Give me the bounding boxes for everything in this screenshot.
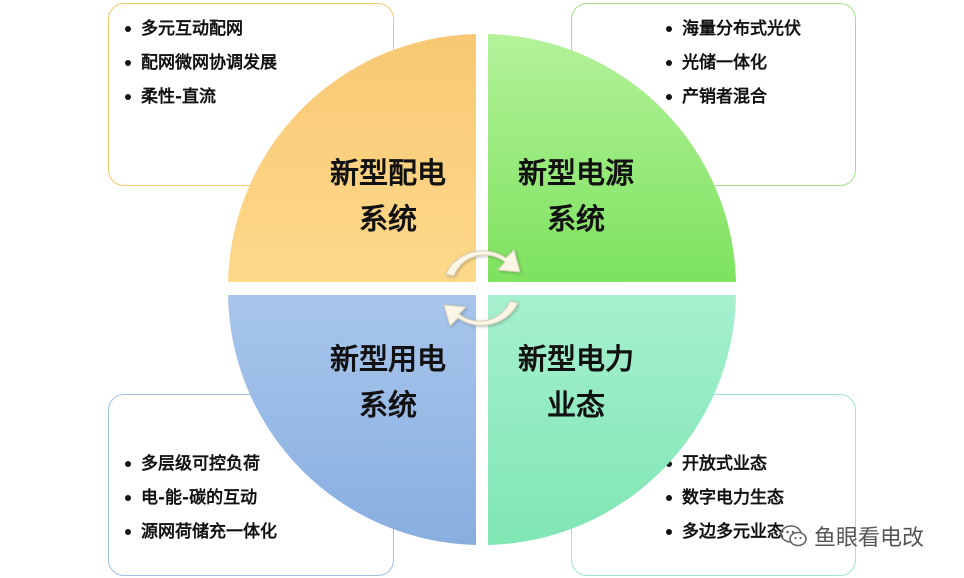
bullet-item: 多层级可控负荷 — [121, 447, 393, 481]
title-line: 新型用电 — [329, 342, 446, 376]
cycle-arrows-icon — [443, 249, 521, 327]
quadrant-bottom-right — [488, 295, 736, 545]
title-line: 新型配电 — [329, 156, 446, 190]
title-line: 新型电源 — [517, 156, 634, 190]
quadrant-title-top-left: 新型配电 系统 — [298, 150, 478, 242]
quadrant-title-top-right: 新型电源 系统 — [486, 150, 666, 242]
bullet-item: 源网荷储充一体化 — [121, 515, 393, 549]
quadrant-top-left — [228, 34, 476, 282]
bullet-item: 电-能-碳的互动 — [121, 481, 393, 515]
quadrant-top-right — [488, 34, 736, 282]
bullet-item: 配网微网协调发展 — [121, 46, 393, 80]
title-line: 系统 — [358, 388, 417, 422]
watermark: 鱼眼看电改 — [780, 520, 924, 552]
quadrant-bottom-left — [228, 295, 476, 545]
title-line: 系统 — [358, 202, 417, 236]
bullet-item: 海量分布式光伏 — [662, 12, 855, 46]
quadrant-title-bottom-right: 新型电力 业态 — [486, 336, 666, 428]
title-line: 新型电力 — [517, 342, 634, 376]
bullet-item: 数字电力生态 — [662, 481, 855, 515]
quadrant-title-bottom-left: 新型用电 系统 — [298, 336, 478, 428]
bullet-item: 多元互动配网 — [121, 12, 393, 46]
wechat-icon — [780, 525, 807, 547]
title-line: 系统 — [546, 202, 605, 236]
watermark-text: 鱼眼看电改 — [814, 526, 925, 551]
bullet-item: 多边多元业态 — [662, 515, 855, 549]
bullet-item: 光储一体化 — [662, 46, 855, 80]
bullet-item: 开放式业态 — [662, 447, 855, 481]
bullet-item: 产销者混合 — [662, 80, 855, 114]
title-line: 业态 — [546, 388, 605, 422]
bullet-item: 柔性-直流 — [121, 80, 393, 114]
